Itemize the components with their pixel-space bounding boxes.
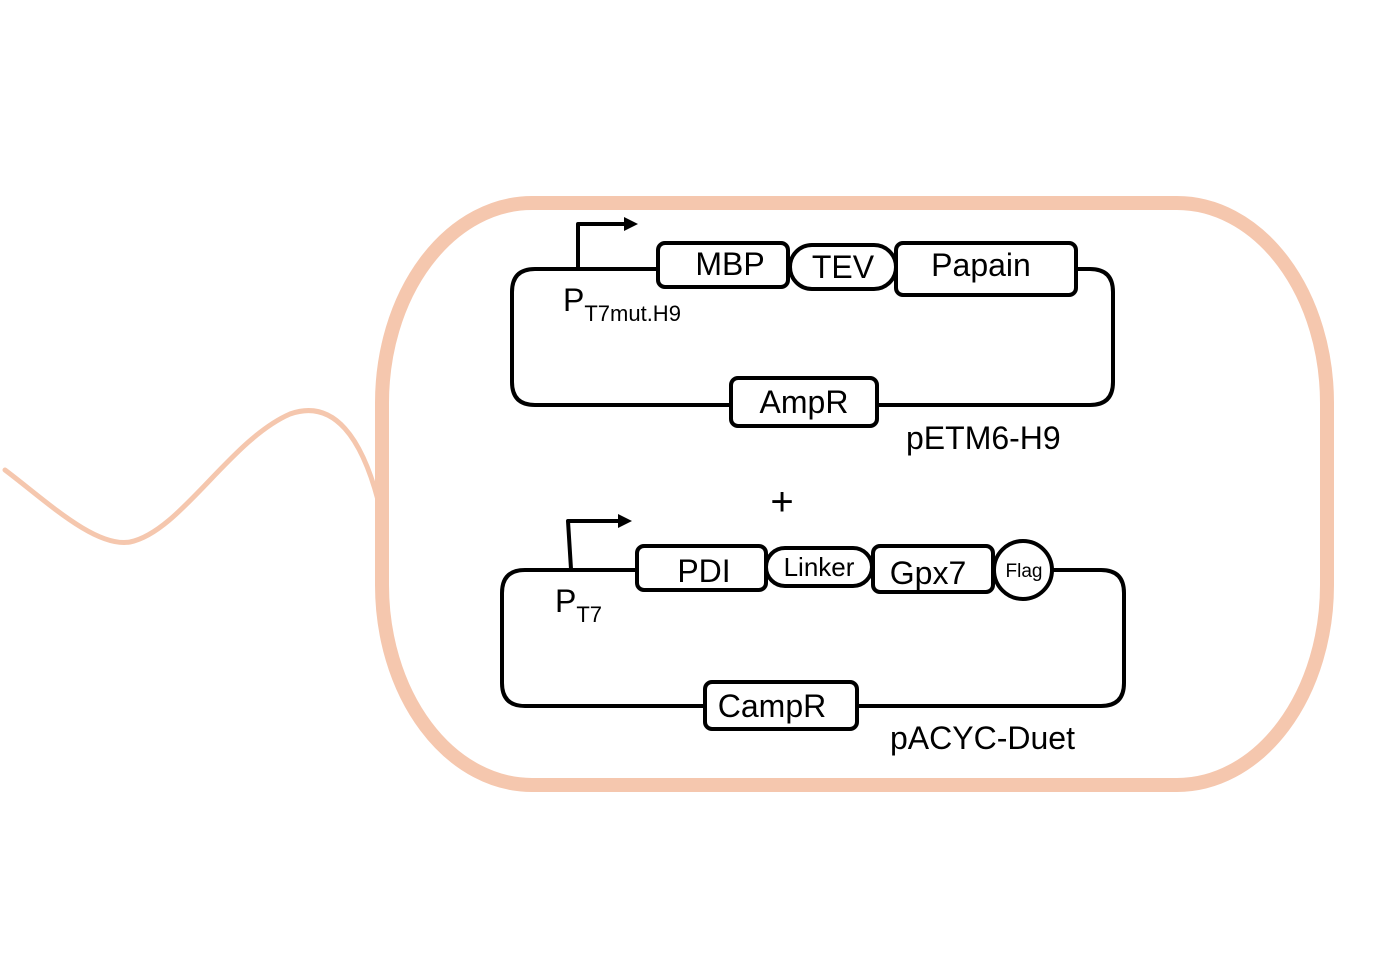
tag-flag: Flag xyxy=(992,539,1054,601)
cell-membrane xyxy=(375,196,1334,792)
gene-label: MBP xyxy=(695,246,764,282)
marker-campr: CampR xyxy=(703,680,859,731)
promoter-label: PT7mut.H9 xyxy=(563,282,681,326)
plasmid-name: pACYC-Duet xyxy=(890,720,1075,756)
marker-label: CampR xyxy=(718,688,826,724)
gene-pdi: PDI xyxy=(635,544,768,592)
flagellum xyxy=(2,408,381,545)
promoter-arrowhead xyxy=(624,217,638,231)
tag-label: Flag xyxy=(1006,561,1043,582)
promoter-arrow xyxy=(576,222,626,268)
marker-label: AmpR xyxy=(760,384,849,420)
gene-label: PDI xyxy=(677,553,730,589)
gene-papain: Papain xyxy=(894,241,1078,297)
gene-label: Linker xyxy=(784,552,855,582)
plasmid-petm6-h9: PT7mut.H9 MBP TEV Papain AmpR pETM6-H9 xyxy=(510,217,1115,456)
gene-label: Papain xyxy=(931,247,1031,283)
marker-ampr: AmpR xyxy=(729,376,879,428)
plasmid-pacyc-duet: PT7 PDI Linker Gpx7 Flag CampR pACYC-Due… xyxy=(500,514,1126,756)
promoter-label: PT7 xyxy=(555,583,602,627)
gene-label: Gpx7 xyxy=(890,555,966,591)
gene-gpx7: Gpx7 xyxy=(871,544,995,594)
gene-mbp: MBP xyxy=(656,241,790,289)
plasmid-name: pETM6-H9 xyxy=(906,420,1061,456)
plus-sign: + xyxy=(770,480,793,524)
promoter-arrow xyxy=(566,519,620,570)
gene-tev: TEV xyxy=(788,243,898,291)
gene-linker: Linker xyxy=(764,546,874,588)
gene-label: TEV xyxy=(812,249,875,285)
promoter-arrowhead xyxy=(618,514,632,528)
